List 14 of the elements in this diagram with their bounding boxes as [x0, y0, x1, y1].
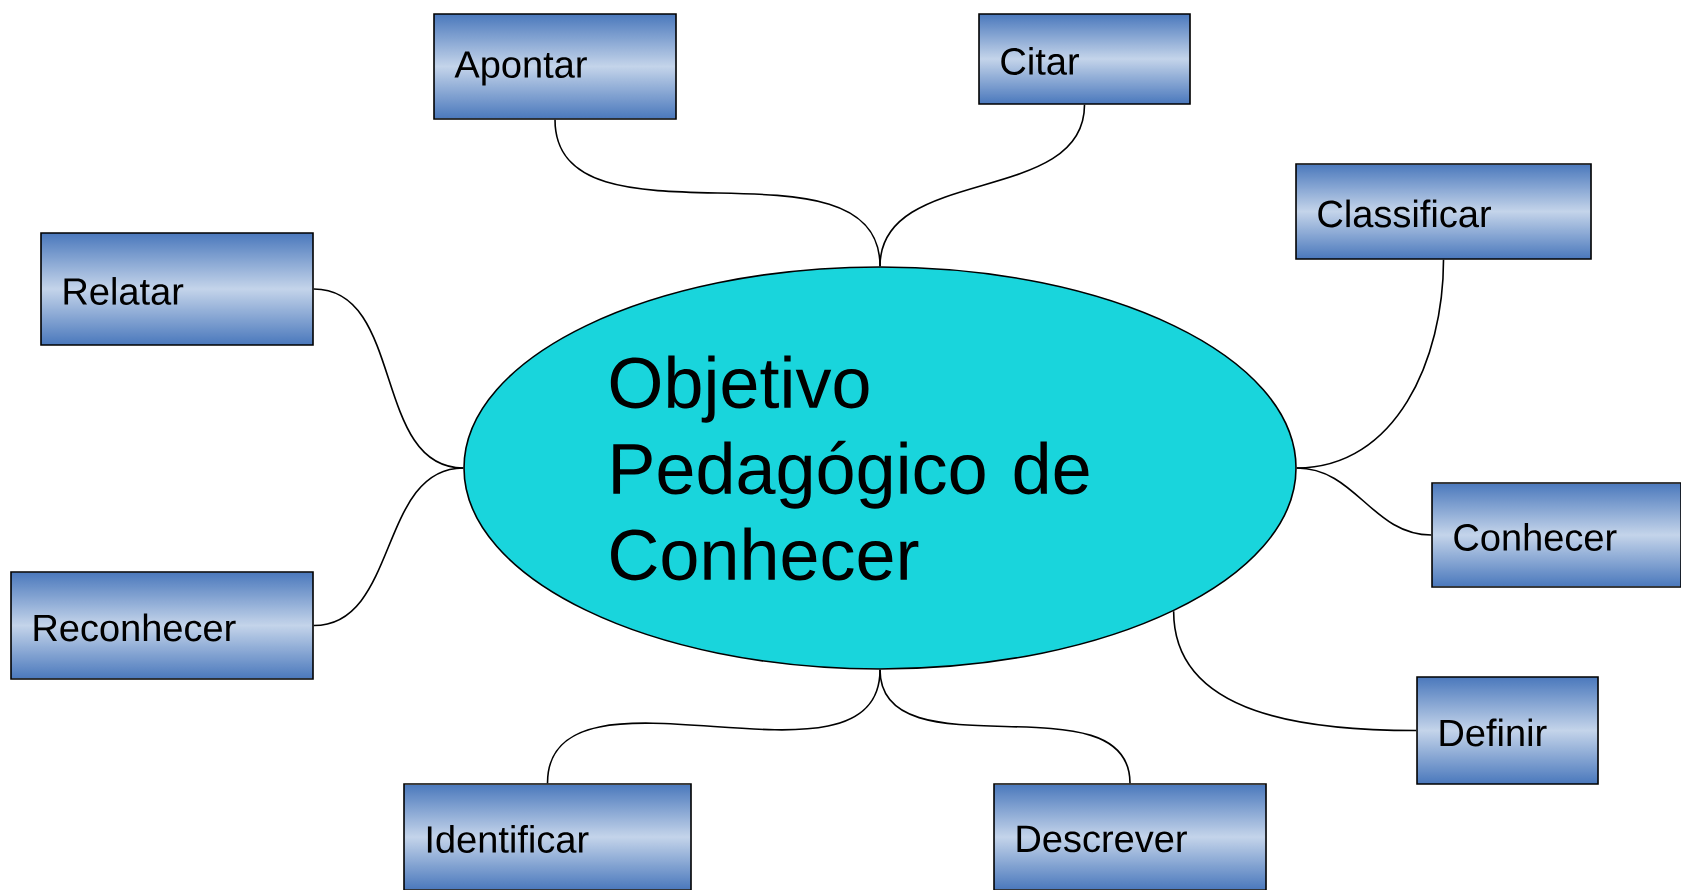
term-box: Citar [978, 13, 1191, 105]
term-box: Identificar [403, 783, 692, 890]
term-box: Relatar [40, 232, 314, 346]
connector-curve [879, 104, 1086, 267]
term-box: Descrever [993, 783, 1267, 890]
term-box: Classificar [1295, 163, 1592, 260]
term-box: Definir [1416, 676, 1599, 785]
term-box: Apontar [433, 13, 677, 120]
term-box: Conhecer [1431, 482, 1681, 588]
connector-curve [1172, 610, 1417, 732]
connector-curve [313, 467, 464, 627]
connector-curve [879, 669, 1131, 784]
connector-curve [1296, 467, 1432, 536]
term-box: Reconhecer [10, 571, 314, 680]
